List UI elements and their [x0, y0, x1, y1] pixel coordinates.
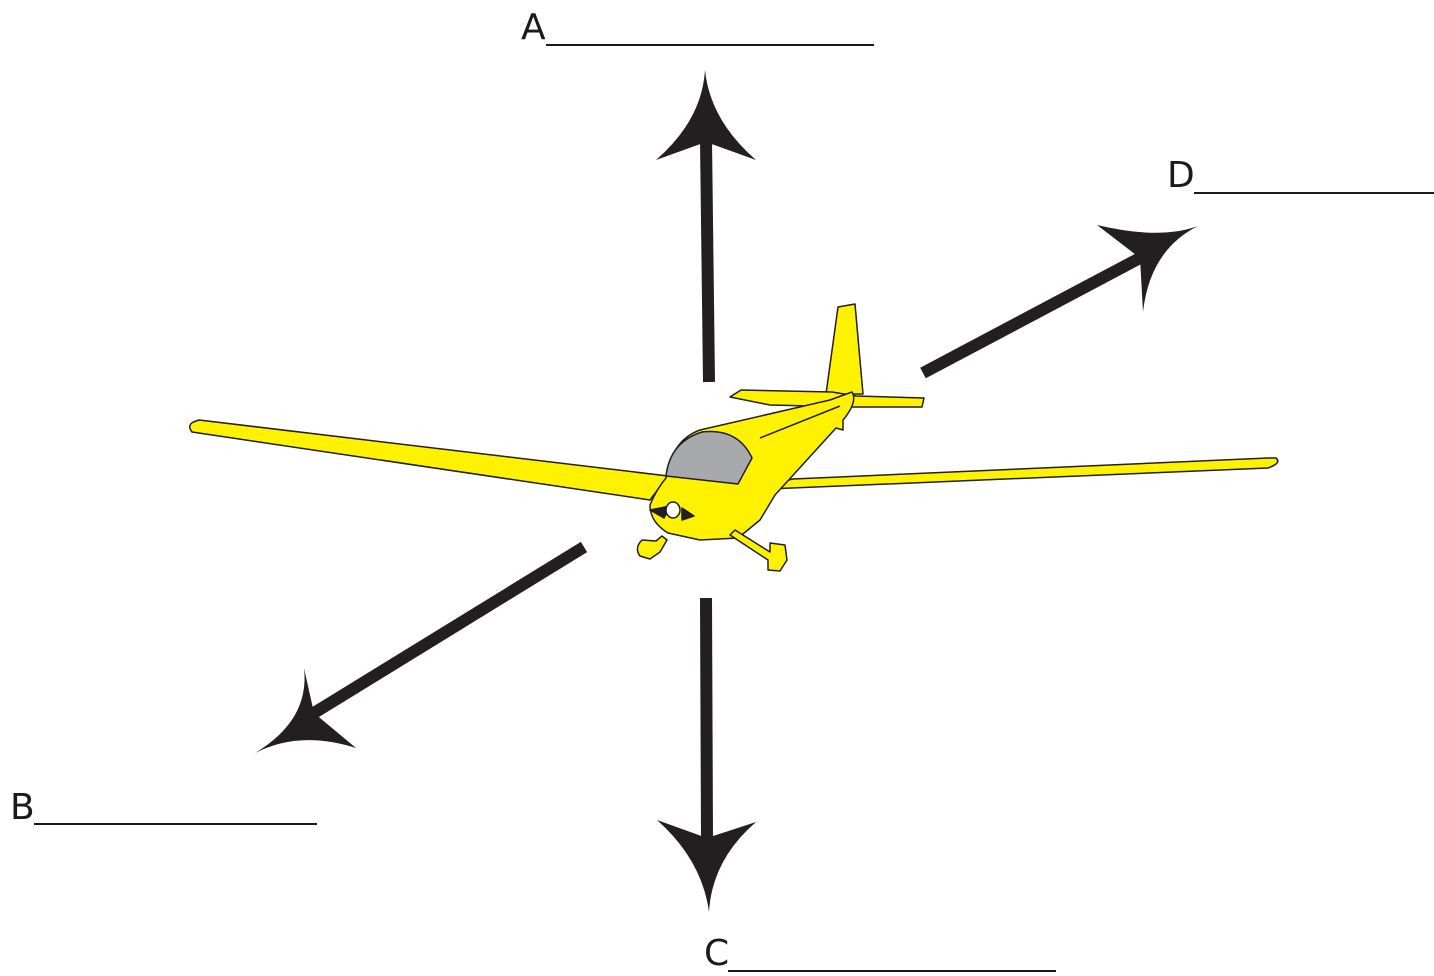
horizontal-stabilizer [729, 389, 925, 408]
arrow-d [920, 225, 1198, 379]
arrow-b-head [255, 668, 356, 753]
tail-fin [825, 303, 864, 395]
label-a: A [521, 7, 546, 48]
arrow-d-head [1097, 225, 1198, 312]
label-b: B [10, 787, 35, 828]
label-c: C [704, 933, 730, 974]
blank-d[interactable] [1194, 192, 1434, 194]
landing-gear-right [729, 529, 788, 572]
label-d: D [1167, 155, 1195, 196]
arrow-c [657, 597, 756, 912]
blank-c[interactable] [728, 970, 1056, 972]
arrow-b [255, 541, 588, 753]
landing-gear-left [636, 535, 668, 560]
canopy [665, 430, 753, 485]
blank-a[interactable] [546, 44, 874, 46]
arrow-c-head [657, 820, 756, 912]
spinner [665, 501, 681, 519]
arrow-a [656, 70, 756, 383]
blank-b[interactable] [34, 823, 317, 825]
left-wing [189, 419, 669, 501]
cowl-intake-right [681, 507, 695, 521]
airplane-icon [189, 303, 1279, 572]
arrow-a-head [656, 70, 756, 160]
right-wing [744, 457, 1279, 491]
